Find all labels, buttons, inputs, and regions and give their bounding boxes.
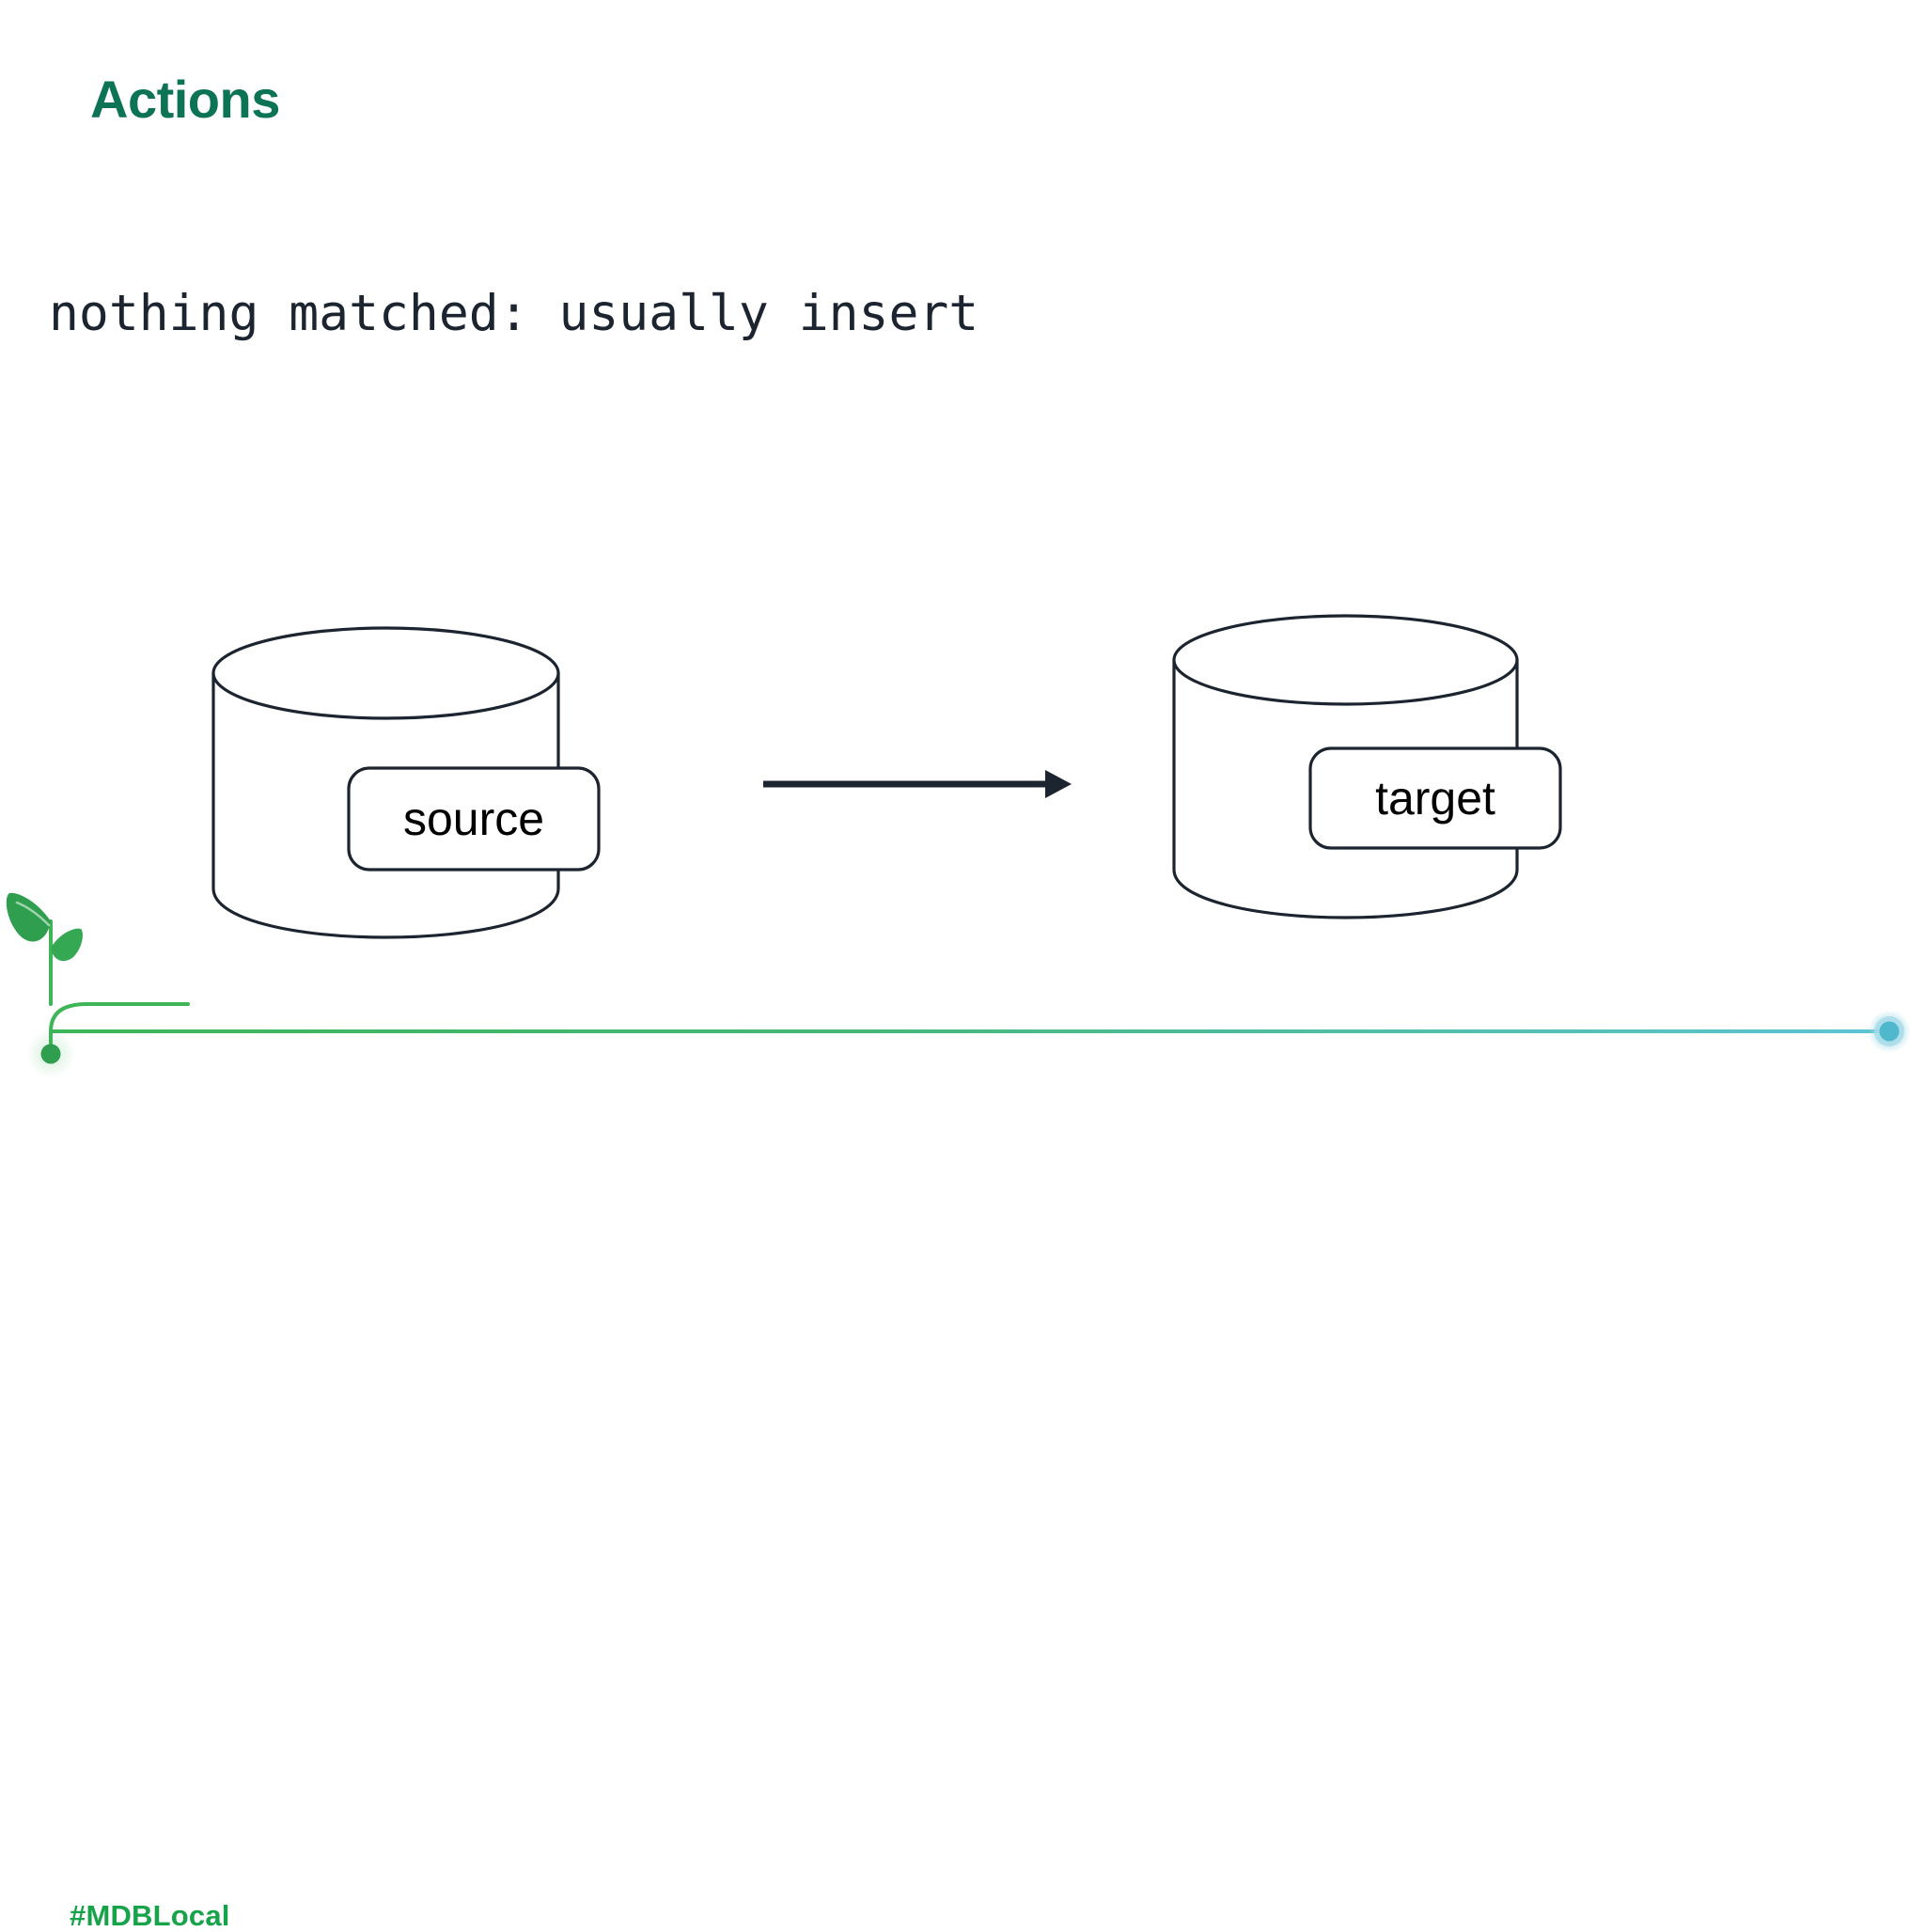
end-dot-core: [1879, 1021, 1900, 1042]
page-title: Actions: [90, 70, 280, 129]
body-statement: nothing matched: usually insert: [49, 285, 979, 342]
slide-canvas: Actions nothing matched: usually insert: [0, 70, 1925, 1930]
sprout-leaf-left-vein: [15, 901, 51, 927]
sprout-node-dot: [40, 1044, 61, 1064]
footer-end-dot: [1868, 1010, 1911, 1053]
footer-hashtag: #MDBLocal: [70, 1899, 230, 1932]
sprout-leaf-icon: [6, 892, 190, 1078]
sprout-leaf-left: [6, 892, 52, 942]
sprout-stem-elbow: [49, 1002, 190, 1033]
sprout-leaf-right: [51, 928, 83, 962]
footer-svg: [6, 892, 1911, 1078]
arrow-head-icon: [1045, 770, 1072, 798]
source-cylinder-top: [211, 626, 560, 720]
edge-source-to-target-arrow: [763, 770, 1072, 798]
source-label-text: source: [402, 793, 545, 845]
footer: #MDBLocal: [0, 867, 1925, 1930]
target-label-text: target: [1375, 772, 1495, 825]
target-cylinder-top: [1172, 614, 1519, 706]
